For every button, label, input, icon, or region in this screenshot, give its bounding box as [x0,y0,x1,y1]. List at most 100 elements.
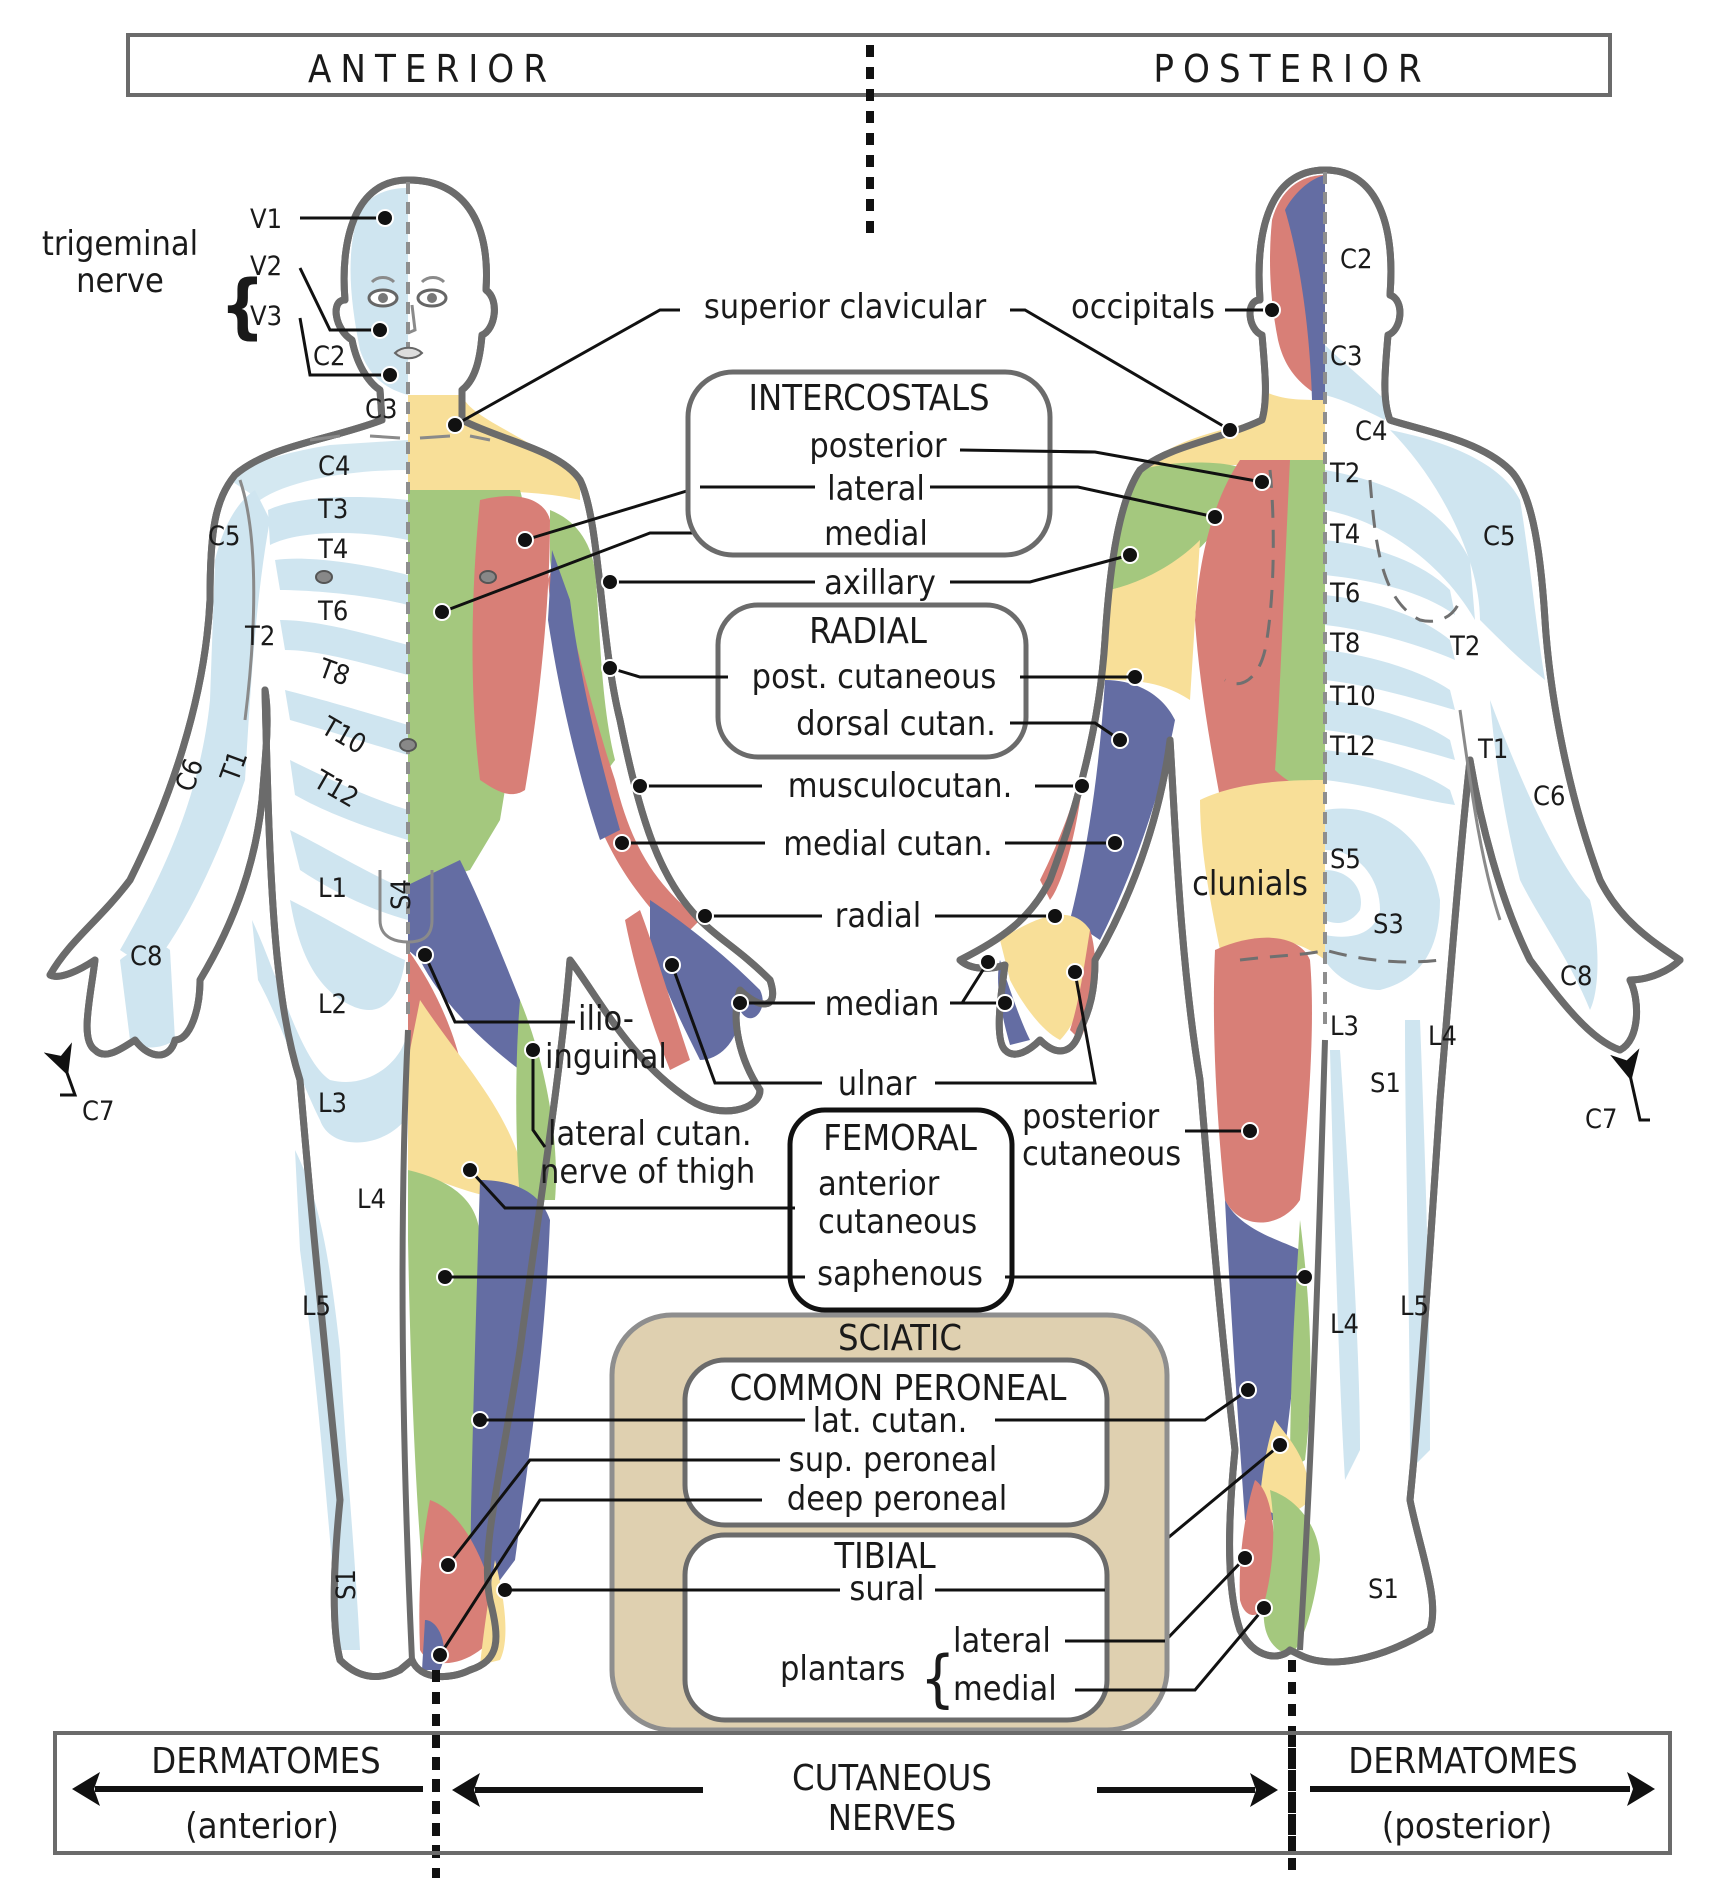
supraclav-area [408,395,580,500]
sural-post-marker [1271,1436,1289,1454]
post-s5-label: S5 [1330,844,1361,875]
v2-label: V2 [250,251,282,282]
genitofemoral-area [408,860,520,1070]
arrow-left-cutaneous-head [452,1773,480,1807]
t1-c8-posterior-arm [1490,700,1598,1010]
axillary-post-marker [1121,546,1139,564]
t3-label: T3 [317,494,348,525]
gluteal-fold-dash [1239,948,1441,964]
right-nipple [479,570,497,584]
c2-label: C2 [313,341,345,372]
l4-label: L4 [357,1184,386,1215]
greater-occipital-area [1285,175,1325,400]
common-peroneal-box [682,1357,1110,1528]
l2-label: L2 [318,989,347,1020]
footer-cutaneous: CUTANEOUS [792,1758,992,1799]
axillary-label: axillary [824,563,936,603]
musculocutan-post-marker [1073,777,1091,795]
femoral-anterior-label-2: cutaneous [818,1202,977,1242]
sup-peroneal-label: sup. peroneal [789,1440,997,1480]
c4-band [230,440,408,500]
post-cutaneous-ant-marker [601,659,619,677]
l1-zone [290,900,405,1010]
ulnar-hand-area [625,910,690,1070]
post-t2-arm-label: T2 [1449,631,1480,662]
post-cutaneous-label: post. cutaneous [752,657,997,697]
face [367,276,448,360]
post-t10-label: T10 [1329,681,1376,712]
medial-intercostal-marker [433,603,451,621]
medial-cutan-label: medial cutan. [783,824,993,864]
dorsal-cutan-label: dorsal cutan. [796,704,996,744]
radial-label: radial [835,896,921,936]
post-l3-label: L3 [1330,1011,1359,1042]
ilioinguinal-label-1: ilio- [578,999,634,1039]
c5-label: C5 [208,521,240,552]
footer-dermatomes-posterior: DERMATOMES [1348,1741,1577,1782]
posterior-figure [956,166,1684,1666]
c3-label: C3 [365,394,397,425]
post-c3-label: C3 [1330,341,1362,372]
post-s1-thigh-label: S1 [1370,1068,1401,1099]
t4-label: T4 [317,534,348,565]
s5-posterior-zone [1325,870,1361,923]
post-l5-label: L5 [1400,1291,1429,1322]
lateral-plantar-marker [1236,1549,1254,1567]
posterior-intercostal-marker [1253,473,1271,491]
footer-anterior-sub: (anterior) [185,1806,339,1847]
post-cutaneous-radial-area [1105,540,1200,700]
intercostals-title: INTERCOSTALS [748,378,989,419]
clavicle-dash [309,434,491,442]
c7-label: C7 [82,1096,114,1127]
plantars-label: plantars [780,1649,905,1689]
lateral-cutan-thigh-label-1: lateral cutan. [548,1114,752,1154]
superior-clavicular-post-marker [1221,421,1239,439]
t8-posterior-band [1325,650,1455,710]
femoral-anterior-marker [461,1161,479,1179]
t6-band [280,620,408,675]
v3-marker [381,366,399,384]
medial-cutan-post-marker [1106,834,1124,852]
common-peroneal-title: COMMON PERONEAL [730,1368,1067,1409]
posterior-title: POSTERIOR [1153,47,1430,91]
radial-post-marker [1046,907,1064,925]
anterior-arm-line [238,479,256,721]
v3-label: V3 [250,301,282,332]
t4-posterior-band [1325,540,1455,615]
intercostal-lateral-label: lateral [827,469,925,509]
posterior-cutaneous-label-1: posterior [1022,1097,1160,1137]
femoral-title: FEMORAL [823,1118,977,1159]
posterior-cutaneous-label-2: cutaneous [1022,1134,1181,1174]
leader-lines-overlay [445,448,1305,1692]
median-post-thumb-marker [979,953,997,971]
footer-dermatomes-anterior: DERMATOMES [151,1741,380,1782]
t10-posterior-band [1325,700,1455,760]
t8-band [285,690,408,755]
radial-group-title: RADIAL [809,611,927,652]
arrow-right-cutaneous-head [1250,1773,1278,1807]
arrow-right-dermatomes-head [1627,1772,1655,1806]
lateral-cutan-thigh-label-2: nerve of thigh [540,1152,755,1192]
t4-band [275,558,408,605]
intercostals-box [685,369,1053,558]
occipitals-marker [1263,301,1281,319]
deep-peroneal-marker [431,1646,449,1664]
ilioinguinal-label-2: inguinal [545,1037,667,1077]
post-s3-label: S3 [1373,909,1404,940]
post-t8-label: T8 [1329,628,1360,659]
posterior-intercostal-area [1275,460,1325,790]
sup-peroneal-area [419,1500,500,1664]
medial-plantar-marker [1255,1599,1273,1617]
left-nipple [315,570,333,584]
dorsal-cutan-area [1070,680,1175,940]
v1-marker [376,209,394,227]
footer-nerves: NERVES [828,1798,956,1839]
clunials-label: clunials [1192,864,1308,904]
ulnar-ant-marker [663,956,681,974]
posterior-legs-divide [1297,1039,1328,1651]
tibial-box [682,1532,1110,1723]
saphenous-label: saphenous [817,1254,983,1294]
l5-label: L5 [302,1291,331,1322]
l3-label: L3 [318,1088,347,1119]
post-l4-thigh-label: L4 [1428,1021,1457,1052]
